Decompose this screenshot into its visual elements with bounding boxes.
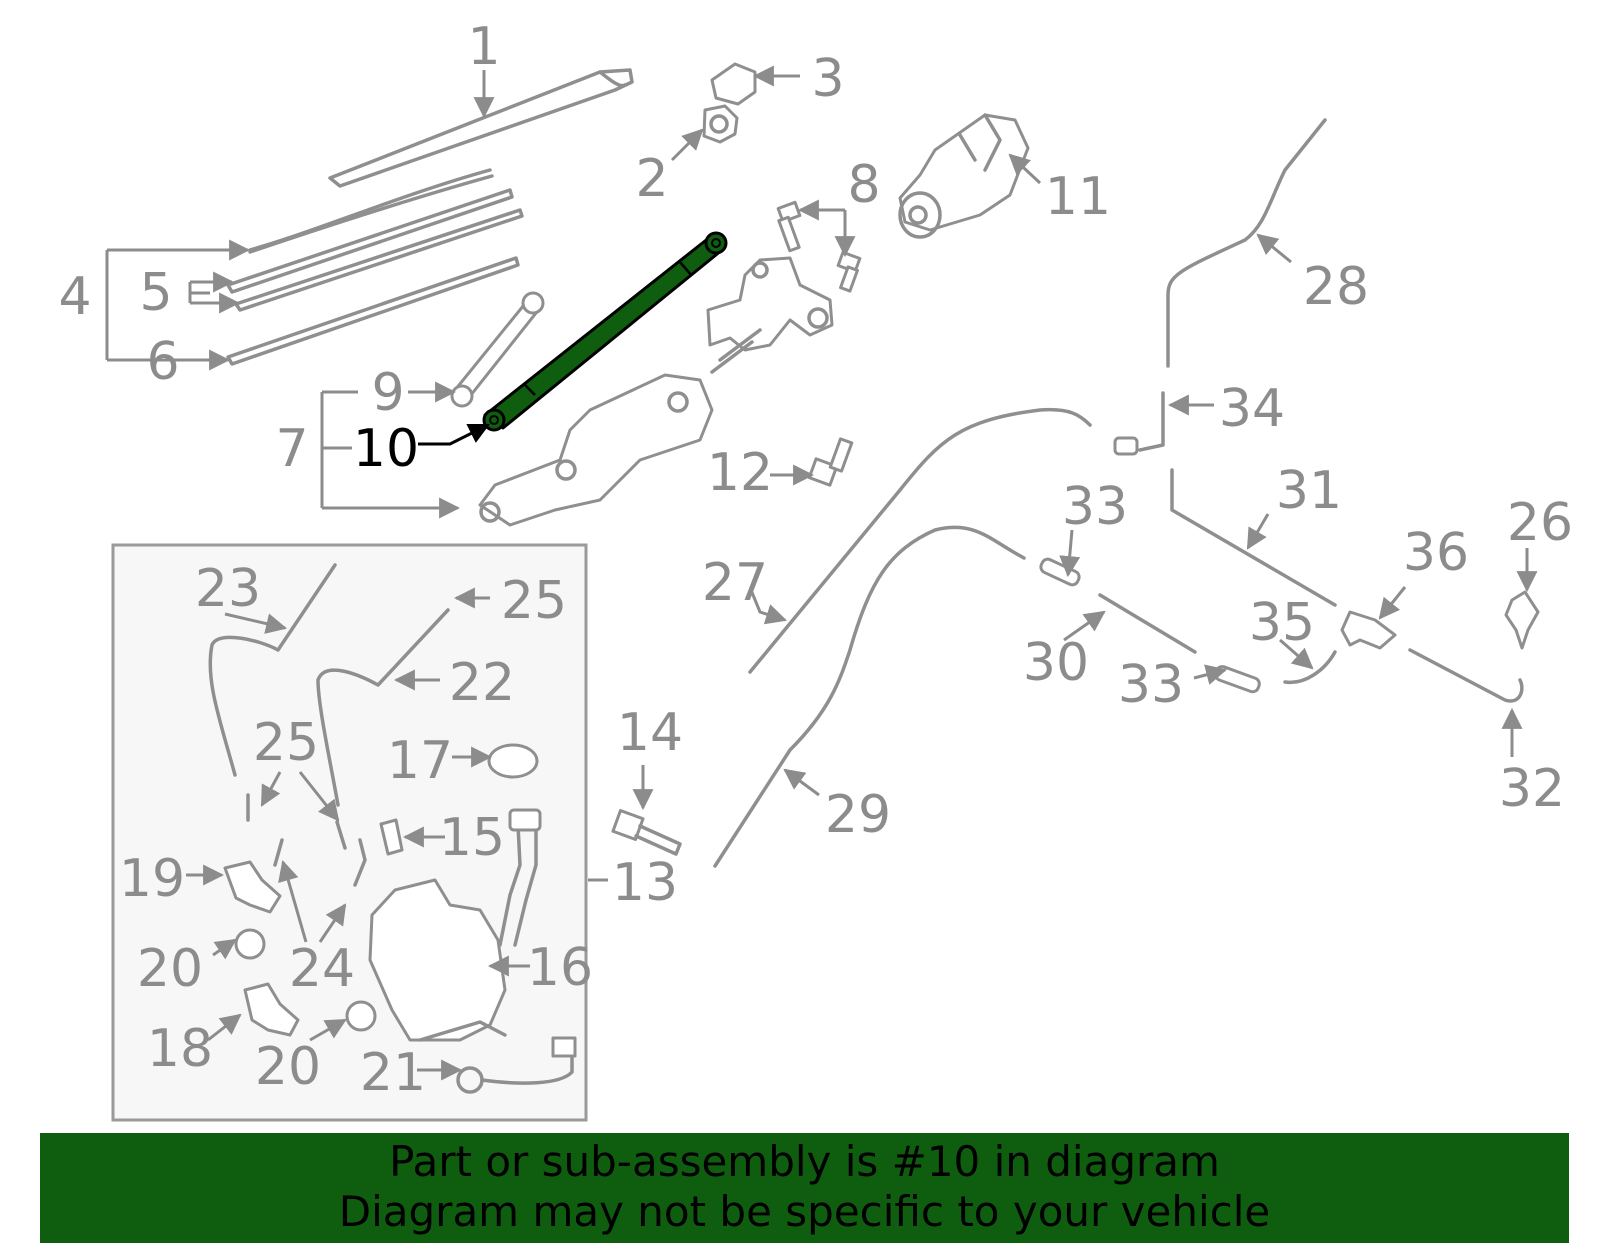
callout-36: 36 bbox=[1403, 523, 1469, 583]
callout-numbers: 1 2 3 4 5 6 7 8 9 10 11 12 13 14 15 16 1… bbox=[58, 17, 1573, 1103]
callout-13: 13 bbox=[612, 853, 678, 913]
callout-18: 18 bbox=[147, 1019, 213, 1079]
callout-29: 29 bbox=[825, 785, 891, 845]
callout-10-highlighted: 10 bbox=[353, 419, 419, 479]
callout-14: 14 bbox=[617, 703, 683, 763]
washer-hoses bbox=[713, 118, 1524, 868]
callout-20a: 20 bbox=[137, 939, 203, 999]
callout-20b: 20 bbox=[255, 1037, 321, 1097]
callout-31: 31 bbox=[1276, 461, 1342, 521]
callout-35: 35 bbox=[1249, 593, 1315, 653]
linkage-assembly-7 bbox=[478, 256, 834, 527]
callout-33a: 33 bbox=[1062, 477, 1128, 537]
pivot-cap-part bbox=[710, 62, 757, 106]
bolt-8-lower bbox=[836, 250, 862, 293]
bolt-14 bbox=[611, 809, 682, 856]
wiper-arm-part bbox=[328, 68, 634, 188]
callout-21: 21 bbox=[360, 1043, 426, 1103]
callout-15: 15 bbox=[439, 808, 505, 868]
callout-24: 24 bbox=[289, 939, 355, 999]
callout-26: 26 bbox=[1507, 493, 1573, 553]
wiper-motor-part bbox=[898, 113, 1030, 239]
callout-32: 32 bbox=[1499, 759, 1565, 819]
hose-connectors bbox=[1039, 436, 1540, 694]
link-rod-9 bbox=[450, 291, 545, 408]
pivot-nut-part bbox=[702, 104, 739, 144]
callout-11: 11 bbox=[1045, 167, 1111, 227]
callout-16: 16 bbox=[527, 938, 593, 998]
callout-28: 28 bbox=[1303, 257, 1369, 317]
callout-9: 9 bbox=[371, 363, 404, 423]
washer-reservoir-parts bbox=[208, 563, 577, 1094]
callout-27: 27 bbox=[702, 553, 768, 613]
callout-7: 7 bbox=[275, 419, 308, 479]
banner-line-part-number: Part or sub-assembly is #10 in diagram bbox=[389, 1137, 1220, 1186]
callout-2: 2 bbox=[635, 149, 668, 209]
callout-30: 30 bbox=[1023, 633, 1089, 693]
callout-6: 6 bbox=[146, 332, 179, 392]
bolt-8-upper bbox=[776, 200, 802, 253]
callout-23: 23 bbox=[195, 559, 261, 619]
callout-33b: 33 bbox=[1118, 655, 1184, 715]
leader-lines bbox=[107, 65, 1538, 1081]
callout-25a: 25 bbox=[501, 571, 567, 631]
callout-4: 4 bbox=[58, 267, 91, 327]
callout-22: 22 bbox=[449, 653, 515, 713]
banner-line-disclaimer: Diagram may not be specific to your vehi… bbox=[338, 1187, 1271, 1236]
bolt-12 bbox=[807, 437, 854, 487]
link-rod-10-highlighted bbox=[482, 231, 728, 432]
callout-3: 3 bbox=[811, 49, 844, 109]
wiper-blade-parts bbox=[226, 168, 524, 366]
callout-1: 1 bbox=[467, 17, 500, 77]
callout-12: 12 bbox=[707, 443, 773, 503]
callout-8: 8 bbox=[847, 155, 880, 215]
callout-17: 17 bbox=[387, 731, 453, 791]
part-info-banner: Part or sub-assembly is #10 in diagram D… bbox=[40, 1133, 1569, 1243]
callout-34: 34 bbox=[1219, 379, 1285, 439]
callout-5: 5 bbox=[139, 263, 172, 323]
callout-19: 19 bbox=[119, 849, 185, 909]
callout-25b: 25 bbox=[253, 713, 319, 773]
